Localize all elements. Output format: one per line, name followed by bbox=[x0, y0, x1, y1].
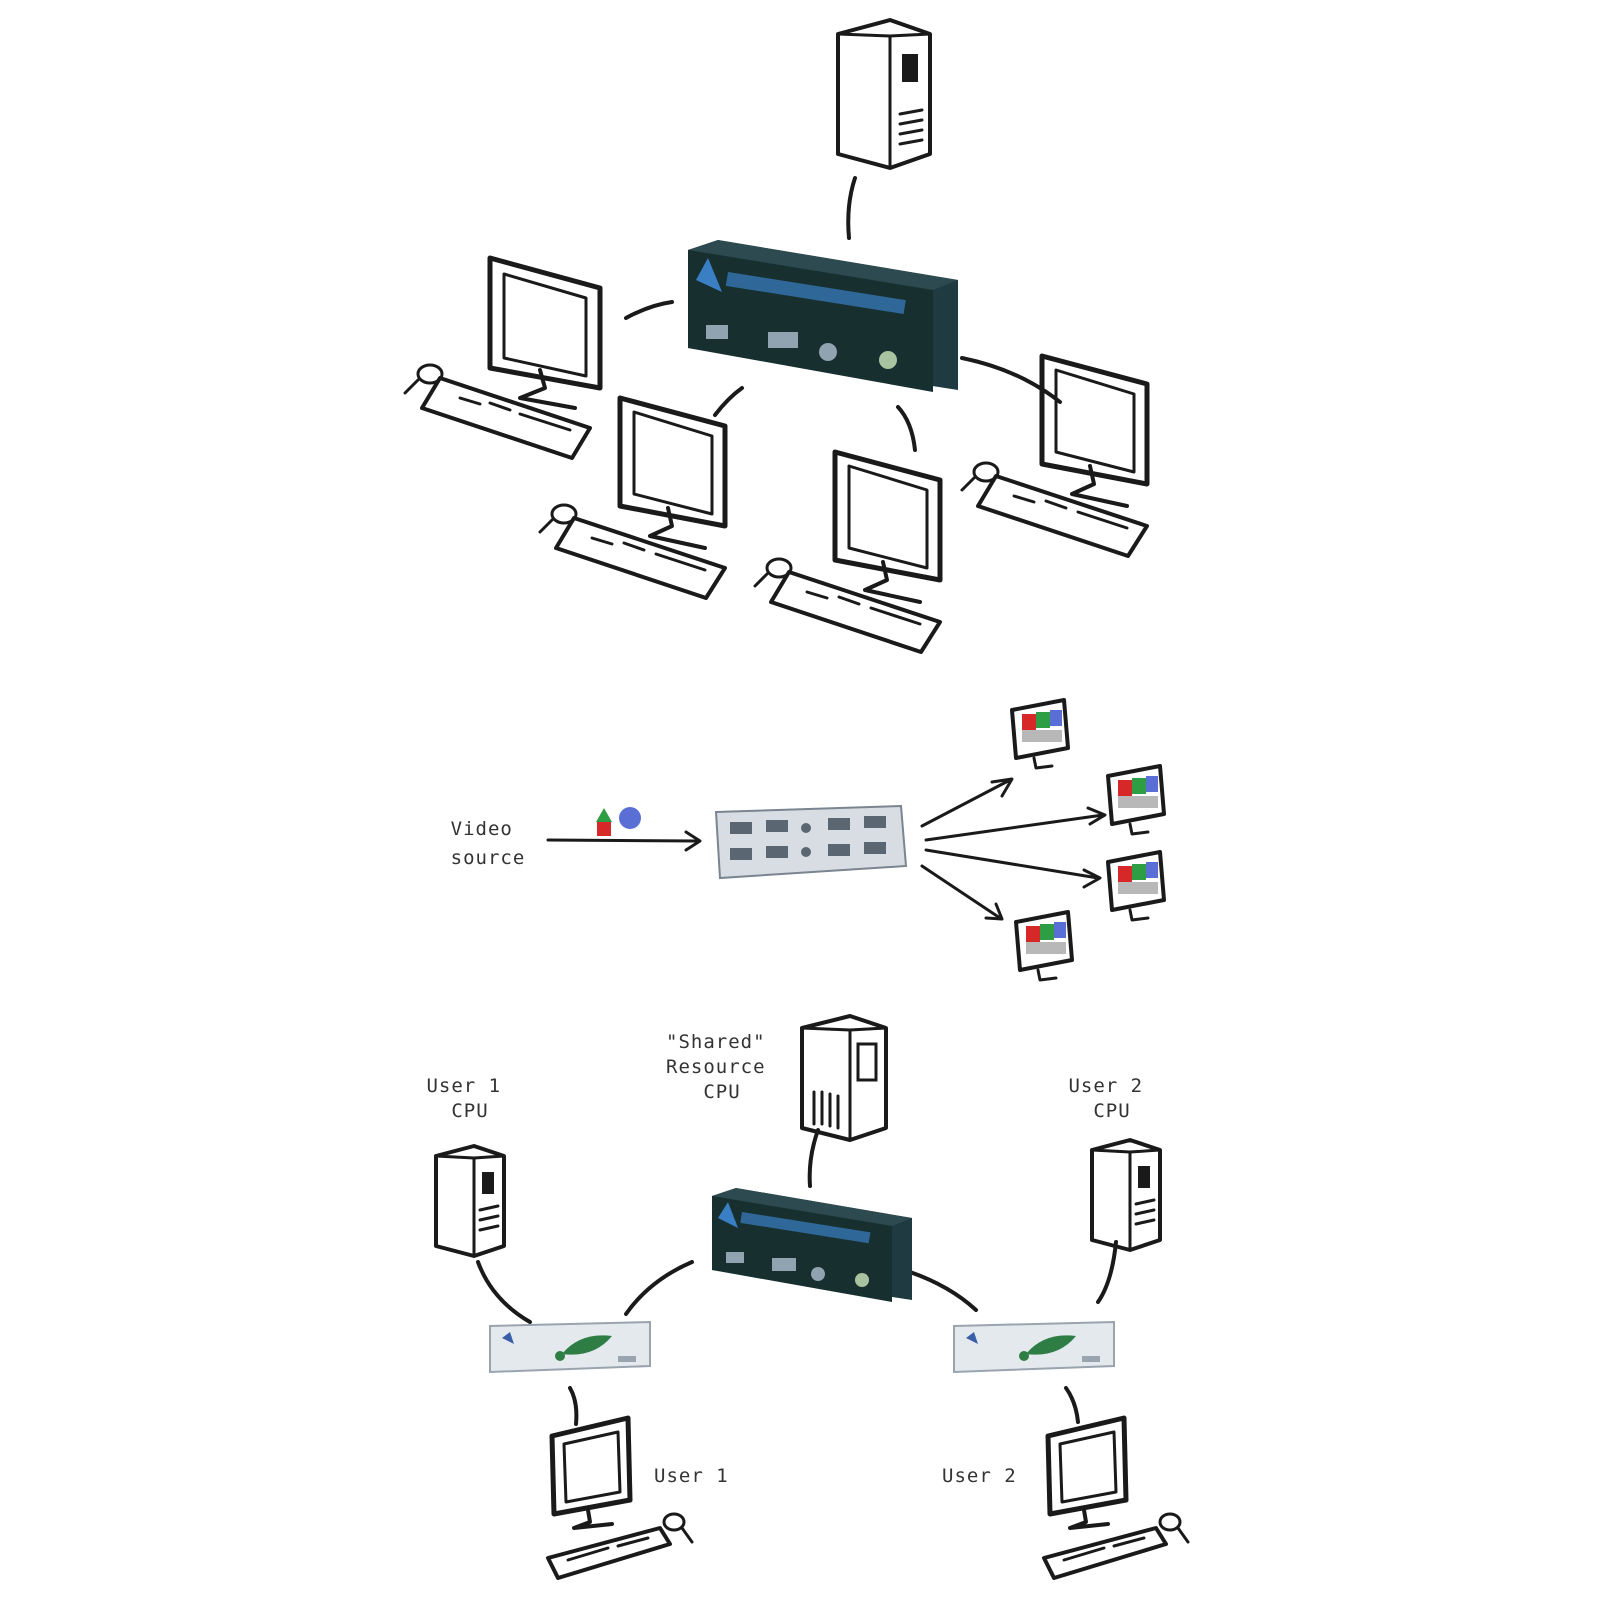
monitor-icon bbox=[1106, 764, 1166, 836]
tower-cpu-icon bbox=[836, 18, 932, 170]
workstation bbox=[403, 255, 603, 460]
tower-cpu-icon bbox=[1090, 1138, 1162, 1252]
connector-line bbox=[960, 356, 1062, 404]
workstation bbox=[960, 353, 1150, 558]
diagram-video-splitter: Video source bbox=[451, 698, 1166, 982]
input-arrow bbox=[546, 830, 702, 852]
connector-line bbox=[1096, 1240, 1118, 1304]
connector-line bbox=[624, 300, 674, 320]
connector-line bbox=[846, 176, 857, 240]
monitor-icon bbox=[1014, 910, 1074, 982]
keyboard-icon bbox=[1042, 1526, 1168, 1580]
connector-line bbox=[476, 1260, 532, 1324]
keyboard-icon bbox=[976, 474, 1149, 558]
color-shapes-icon bbox=[596, 807, 641, 836]
mouse-icon bbox=[960, 461, 1000, 492]
kvm-switch-icon bbox=[688, 240, 958, 392]
monitor-icon bbox=[1045, 1415, 1129, 1530]
user2-cpu-label: User 2 CPU bbox=[1068, 1075, 1155, 1122]
keyboard-icon bbox=[554, 516, 727, 600]
monitor-icon bbox=[1039, 353, 1150, 508]
output-arrow bbox=[920, 777, 1014, 828]
monitor-icon bbox=[832, 449, 943, 604]
workstation bbox=[538, 395, 728, 600]
output-arrow bbox=[920, 864, 1004, 921]
video-splitter-icon bbox=[714, 804, 908, 880]
mouse-icon bbox=[753, 557, 793, 588]
mouse-icon bbox=[403, 363, 444, 395]
monitor-icon bbox=[1106, 850, 1166, 922]
connector-line bbox=[1064, 1386, 1080, 1424]
connector-line bbox=[908, 1270, 978, 1312]
monitor-icon bbox=[1010, 698, 1070, 770]
connector-line bbox=[807, 1128, 820, 1188]
diagram-shared-resource: "Shared" Resource CPU User 1 CPU User 2 … bbox=[426, 1014, 1190, 1580]
kvm-extender-icon bbox=[489, 1320, 651, 1374]
diagram-kvm-sharing bbox=[403, 18, 1150, 654]
keyboard-icon bbox=[420, 376, 592, 460]
connector-line bbox=[568, 1386, 579, 1426]
output-arrow bbox=[924, 806, 1107, 842]
mouse-icon bbox=[662, 1512, 694, 1544]
keyboard-icon bbox=[546, 1526, 672, 1580]
tower-cpu-icon bbox=[800, 1014, 888, 1142]
connector-line bbox=[624, 1260, 694, 1316]
video-source-label: Video source bbox=[451, 818, 526, 869]
kvm-switch-icon bbox=[712, 1188, 912, 1302]
user1-label: User 1 bbox=[654, 1465, 729, 1487]
monitor-icon bbox=[617, 395, 728, 550]
workstation bbox=[1042, 1415, 1190, 1580]
monitor-icon bbox=[487, 255, 603, 410]
kvm-extender-icon bbox=[953, 1320, 1115, 1374]
tower-cpu-icon bbox=[434, 1144, 506, 1258]
workstation bbox=[753, 449, 943, 654]
shared-cpu-label: "Shared" Resource CPU bbox=[666, 1031, 778, 1103]
user1-cpu-label: User 1 CPU bbox=[426, 1075, 513, 1122]
mouse-icon bbox=[1158, 1512, 1190, 1544]
monitor-icon bbox=[549, 1415, 633, 1530]
connector-line bbox=[713, 386, 744, 417]
workstation bbox=[546, 1415, 694, 1580]
output-arrow bbox=[924, 848, 1102, 889]
connector-line bbox=[896, 405, 917, 452]
mouse-icon bbox=[538, 503, 578, 534]
user2-label: User 2 bbox=[942, 1465, 1017, 1487]
keyboard-icon bbox=[769, 570, 942, 654]
